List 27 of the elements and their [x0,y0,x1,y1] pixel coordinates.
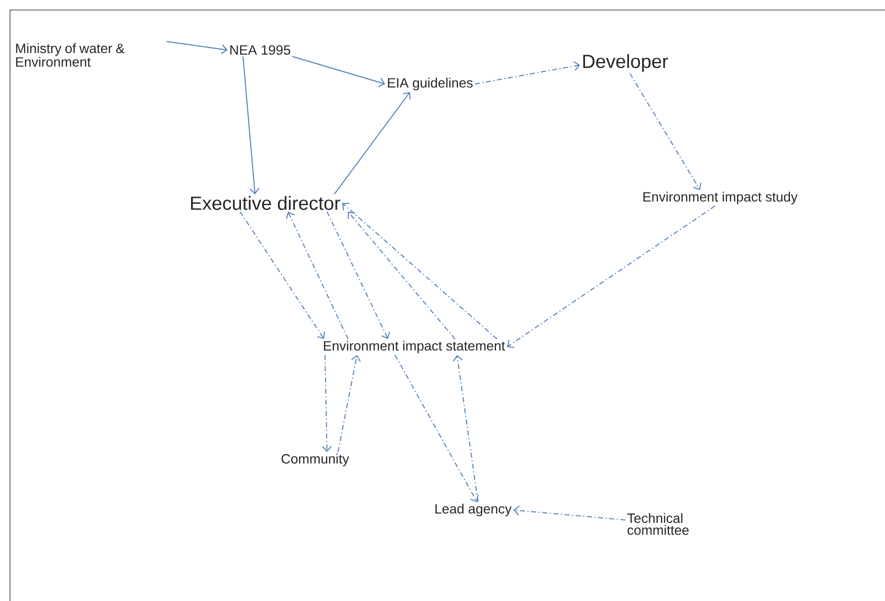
arrow [394,354,479,502]
text-label: Ministry of water & Environment [16,43,125,67]
text-label: Technical committee [627,513,689,535]
arrow [338,354,361,452]
arrow [242,56,260,194]
arrow [286,212,348,340]
text-label: Lead agency [435,504,512,516]
arrow [166,41,228,54]
arrow [506,205,716,348]
text-label: NEA 1995 [230,45,290,55]
arrow [334,92,411,195]
text-label: Environment impact statement [324,340,506,354]
text-label: Developer [583,54,668,72]
arrow [342,202,498,340]
arrow [513,506,626,520]
arrow [292,56,386,88]
arrow [322,354,332,452]
text-label: EIA guidelines [388,78,473,90]
text-label: Executive director [191,196,340,210]
arrow [348,212,456,340]
arrow [240,211,326,339]
arrow [452,354,478,502]
arrow [474,61,580,84]
text-label: Community [282,454,350,466]
text-label: Environment impact study [643,192,798,204]
arrow [630,73,702,190]
arrow [326,211,390,339]
